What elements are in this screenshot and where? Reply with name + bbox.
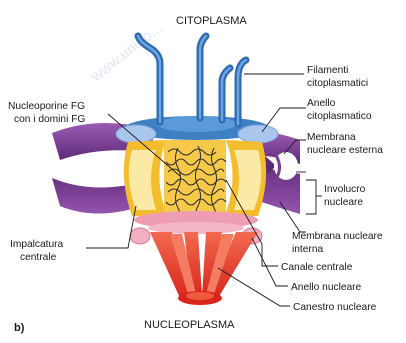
label-central-scaffold-2: centrale (20, 252, 57, 263)
nucleoplasm-label: NUCLEOPLASMA (144, 319, 235, 331)
label-fg-nucleoporins-2: con i domini FG (14, 114, 85, 125)
label-fg-nucleoporins-1: Nucleoporine FG (8, 101, 85, 112)
central-scaffold (124, 140, 266, 218)
cytoplasmic-filaments (138, 36, 246, 124)
label-nuclear-ring: Anello nucleare (291, 282, 362, 293)
panel-letter: b) (14, 322, 25, 334)
label-outer-membrane-2: nucleare esterna (307, 145, 383, 156)
label-outer-membrane-1: Membrana (307, 132, 356, 143)
label-cytoplasmic-ring-2: citoplasmatico (307, 111, 372, 122)
label-nuclear-envelope-1: Involucro (324, 184, 366, 195)
label-cytoplasmic-ring-1: Anello (307, 98, 336, 109)
cytoplasmic-ring (116, 116, 278, 143)
label-cytoplasmic-filaments-2: citoplasmatici (307, 78, 368, 89)
label-inner-membrane-2: interna (292, 244, 323, 255)
label-central-channel: Canale centrale (281, 262, 353, 273)
label-cytoplasmic-filaments-1: Filamenti (307, 65, 348, 76)
label-nuclear-basket: Canestro nucleare (293, 302, 377, 313)
cytoplasm-label: CITOPLASMA (176, 15, 247, 27)
nuclear-basket (150, 232, 258, 305)
label-central-scaffold-1: Impalcatura (10, 239, 64, 250)
label-nuclear-envelope-2: nucleare (324, 197, 363, 208)
label-inner-membrane-1: Membrana nucleare (292, 231, 383, 242)
